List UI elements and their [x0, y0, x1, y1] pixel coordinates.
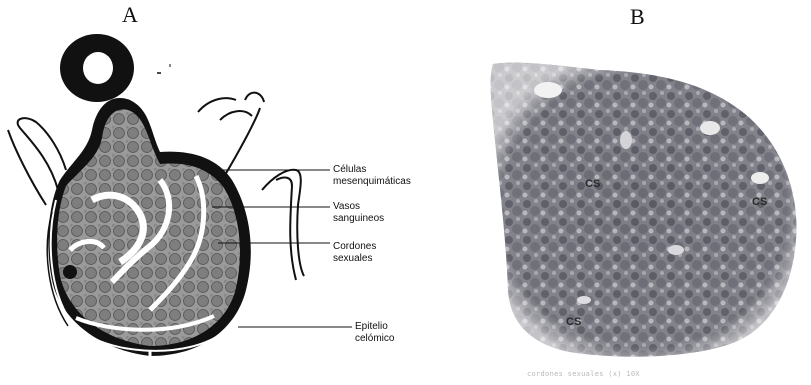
- callout-line: Vasos: [333, 201, 384, 213]
- callout-line: mesenquimáticas: [333, 176, 411, 188]
- micrograph: [491, 63, 797, 357]
- callout-blood-vessels: Vasos sanguineos: [333, 201, 384, 225]
- micrograph-label-cs: CS: [566, 316, 581, 328]
- micrograph-caption: cordones sexuales (x) 10X: [527, 370, 640, 378]
- callout-line: Células: [333, 164, 411, 176]
- callout-line: Epitelio: [355, 321, 394, 333]
- micrograph-label-cs: CS: [585, 178, 600, 190]
- callout-line: Cordones: [333, 241, 376, 253]
- micrograph-label-cs: CS: [752, 196, 767, 208]
- callout-line: sexuales: [333, 253, 376, 265]
- callout-coelomic-epithelium: Epitelio celómico: [355, 321, 394, 345]
- neural-tube-ring: [60, 34, 134, 102]
- callout-line: sanguineos: [333, 213, 384, 225]
- callout-line: celómico: [355, 333, 394, 345]
- gonad-body: [47, 98, 251, 358]
- callout-mesenchymal-cells: Células mesenquimáticas: [333, 164, 411, 188]
- callout-sex-cords: Cordones sexuales: [333, 241, 376, 265]
